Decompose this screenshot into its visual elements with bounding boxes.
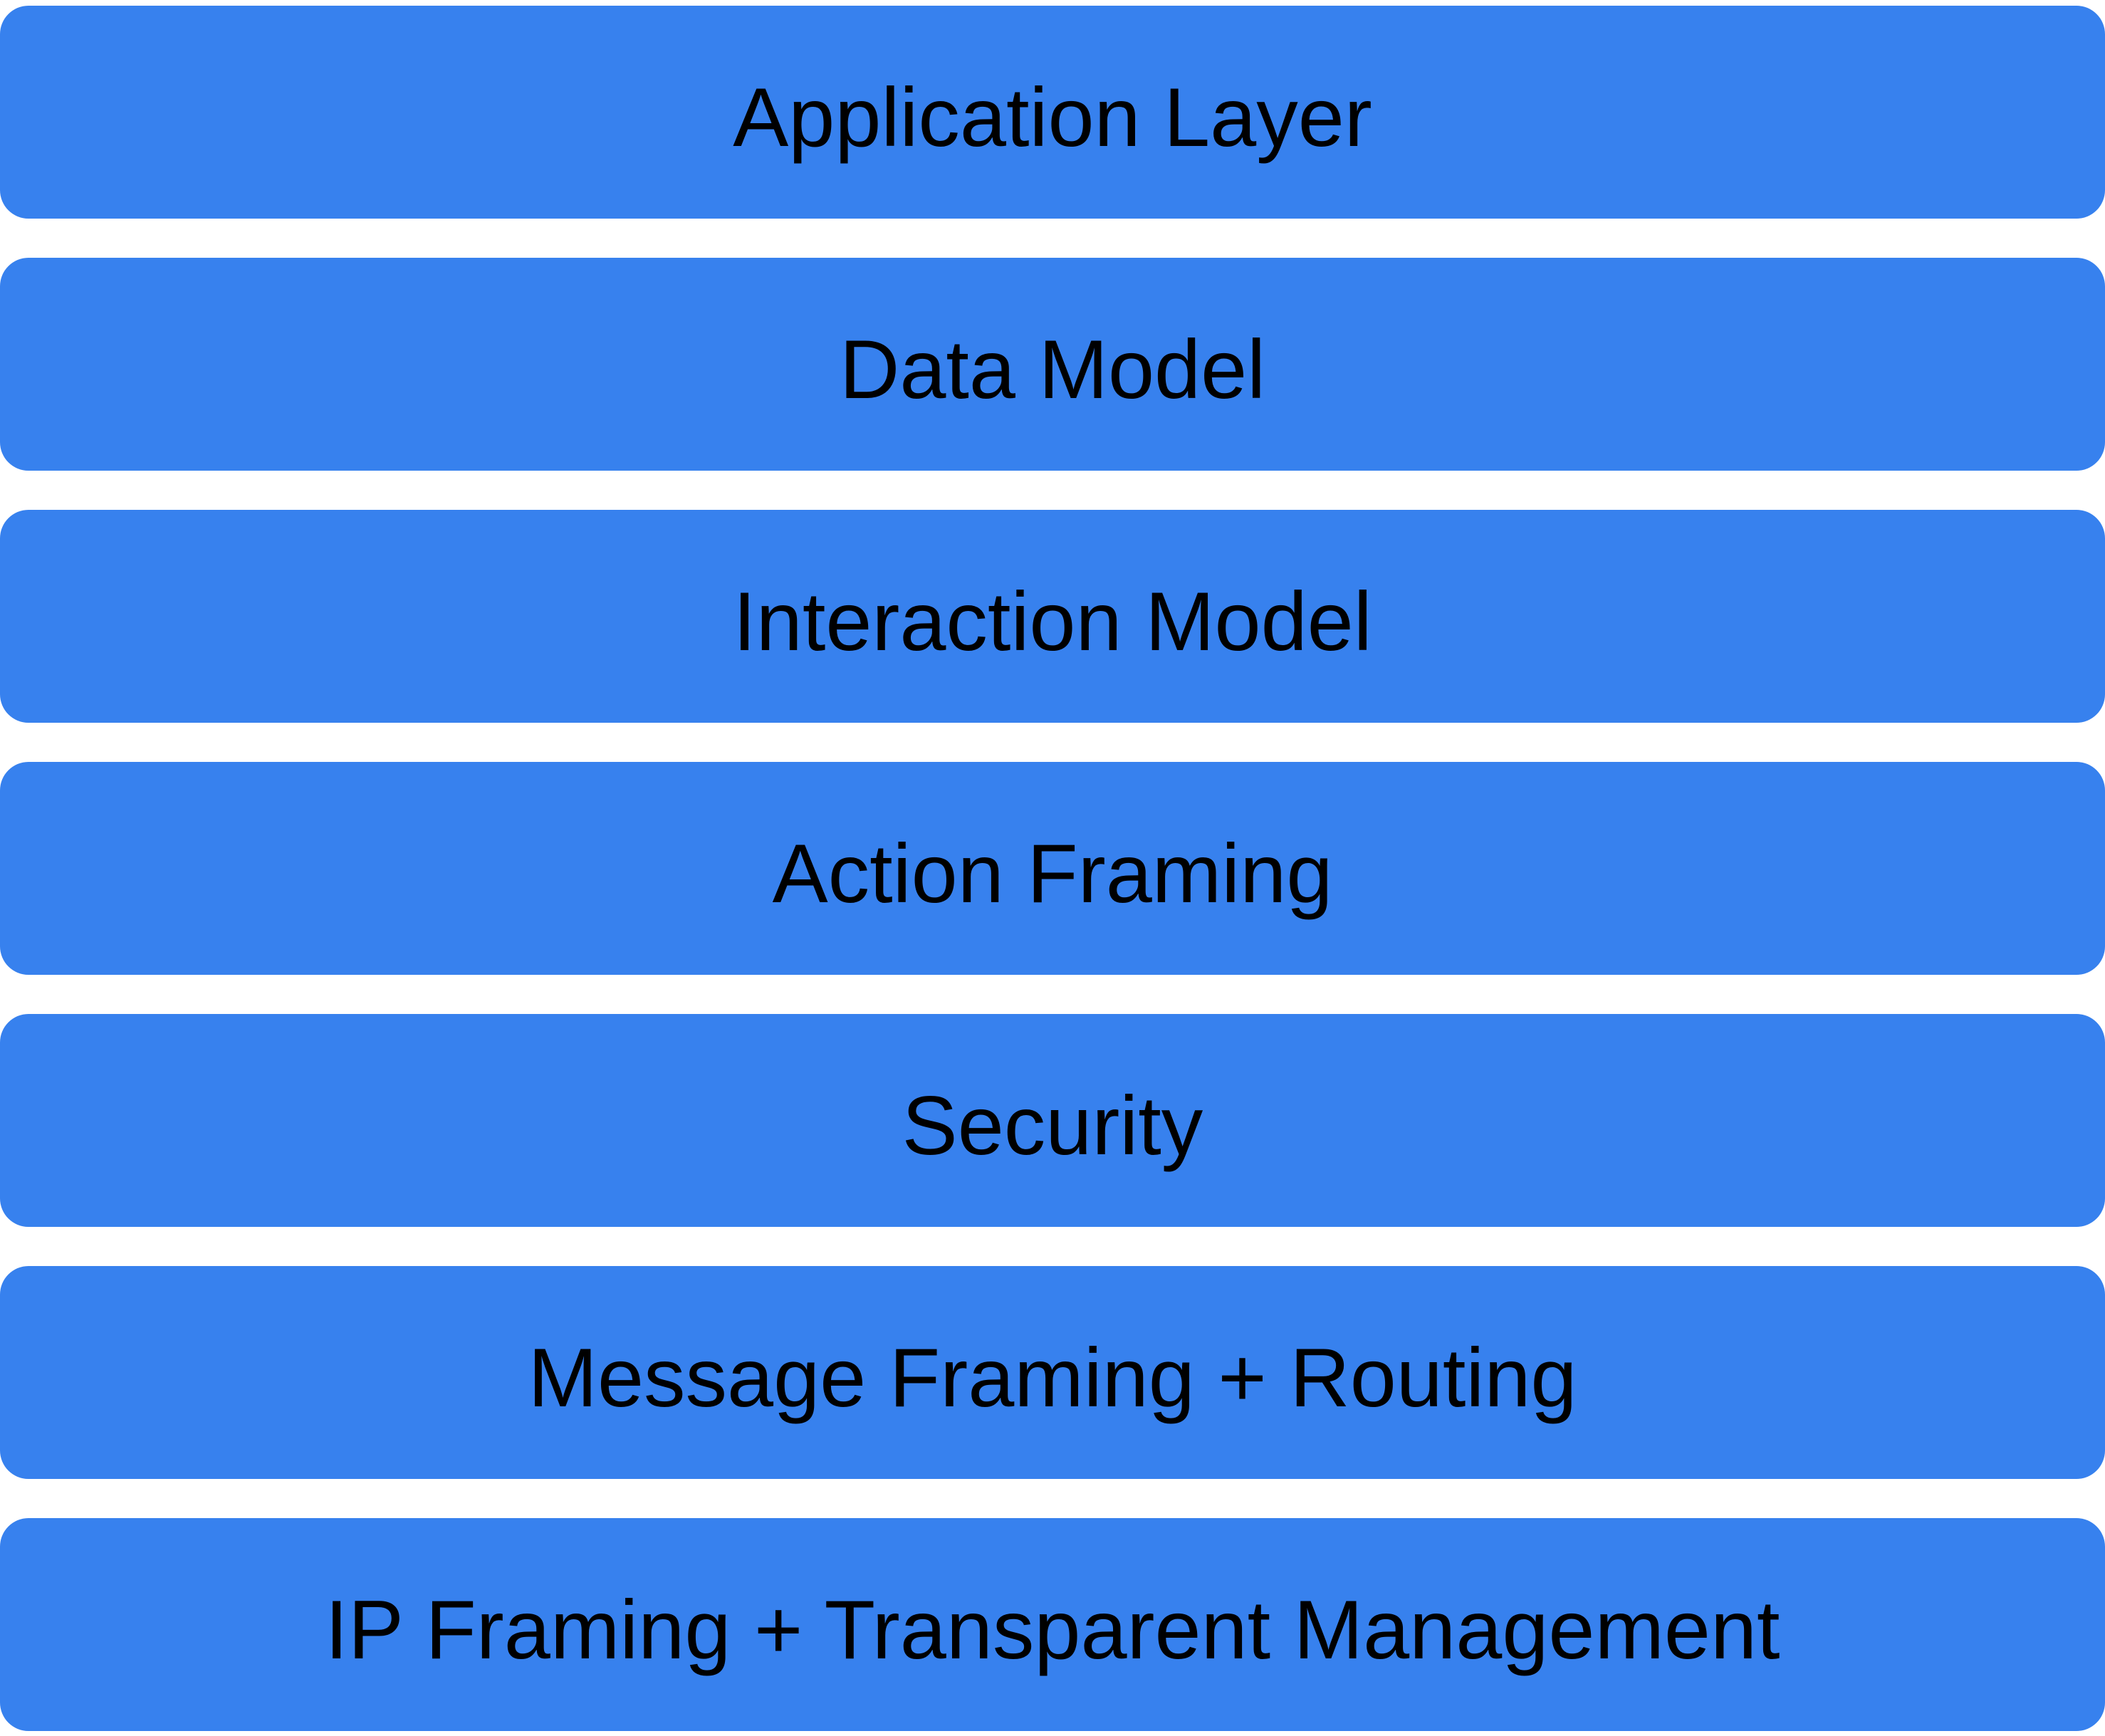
layer-security: Security bbox=[0, 1014, 2105, 1227]
layer-action-framing: Action Framing bbox=[0, 762, 2105, 975]
layer-label-action-framing: Action Framing bbox=[772, 827, 1333, 920]
layer-label-message-framing-routing: Message Framing + Routing bbox=[528, 1331, 1577, 1424]
layer-application-layer: Application Layer bbox=[0, 6, 2105, 219]
layer-label-ip-framing-transparent-management: IP Framing + Transparent Management bbox=[325, 1583, 1780, 1676]
layer-label-data-model: Data Model bbox=[839, 323, 1266, 416]
layer-label-interaction-model: Interaction Model bbox=[733, 575, 1372, 668]
layer-label-security: Security bbox=[902, 1079, 1203, 1172]
layer-ip-framing-transparent-management: IP Framing + Transparent Management bbox=[0, 1518, 2105, 1731]
layer-message-framing-routing: Message Framing + Routing bbox=[0, 1266, 2105, 1479]
layer-interaction-model: Interaction Model bbox=[0, 510, 2105, 723]
layer-label-application-layer: Application Layer bbox=[733, 70, 1372, 164]
layer-data-model: Data Model bbox=[0, 258, 2105, 471]
